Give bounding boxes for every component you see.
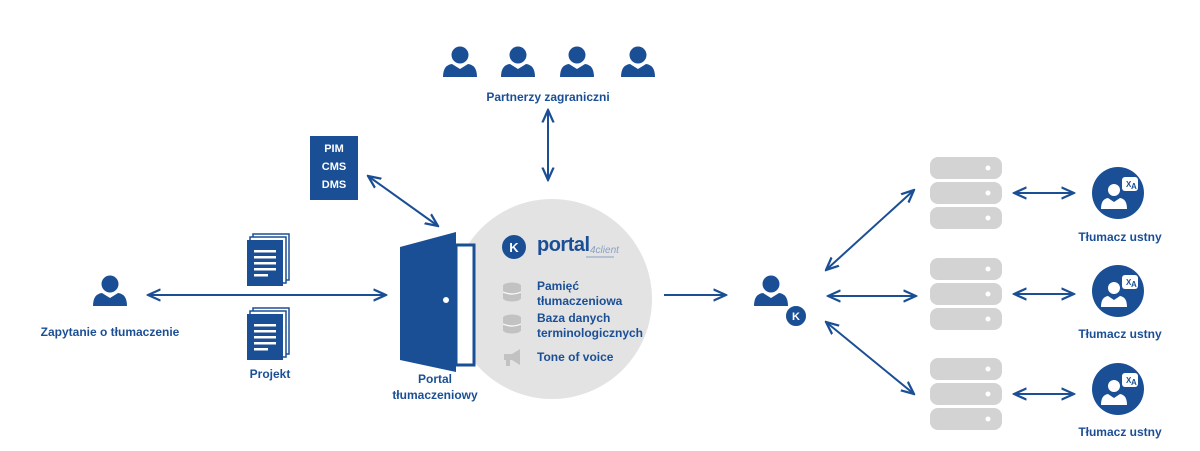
interpreter-icon: [1092, 363, 1144, 415]
cms-line: CMS: [321, 161, 347, 173]
database-icon: [502, 282, 522, 302]
brand-name: portal: [537, 234, 590, 256]
interpreter-label: Tłumacz ustny: [1078, 230, 1162, 244]
arrow-manager-db-top: [826, 190, 914, 270]
partner-person-icon: [443, 46, 477, 77]
feature-label: Pamięć: [537, 279, 580, 293]
partner-person-icon: [621, 46, 655, 77]
database-stack-icon: [930, 358, 1002, 430]
cms-line: PIM: [324, 143, 344, 155]
portal-label-line2: tłumaczeniowy: [392, 388, 478, 402]
document-icon: [246, 233, 290, 287]
svg-text:K: K: [792, 311, 800, 323]
feature-label: Baza danych: [537, 311, 611, 325]
arrow-cms-portal: [368, 176, 438, 226]
database-stack-icon: [930, 258, 1002, 330]
project-label: Projekt: [249, 367, 291, 381]
portal-circle: [452, 199, 652, 399]
brand-logo-icon: K: [502, 235, 526, 259]
brand-suffix: 4client: [590, 245, 619, 256]
portal-label-line1: Portal: [417, 372, 452, 386]
interpreter-label: Tłumacz ustny: [1078, 425, 1162, 439]
feature-label: terminologicznych: [537, 326, 644, 340]
feature-label: Tone of voice: [537, 350, 614, 364]
database-stack-icon: [930, 157, 1002, 229]
interpreter-label: Tłumacz ustny: [1078, 327, 1162, 341]
feature-label: tłumaczeniowa: [537, 294, 623, 308]
arrow-manager-db-bottom: [826, 322, 914, 394]
document-icon: [246, 307, 290, 361]
project-manager-icon: K: [754, 275, 808, 328]
partner-person-icon: [501, 46, 535, 77]
database-icon: [502, 314, 522, 334]
request-label: Zapytanie o tłumaczenie: [40, 325, 180, 339]
cms-line: DMS: [321, 179, 347, 191]
partner-person-icon: [560, 46, 594, 77]
partners-label: Partnerzy zagraniczni: [486, 90, 610, 104]
client-person-icon: [93, 275, 127, 306]
portal-door-icon: [400, 232, 476, 372]
interpreter-icon: [1092, 167, 1144, 219]
interpreter-icon: [1092, 265, 1144, 317]
megaphone-icon: [504, 349, 520, 366]
cms-box: PIM CMS DMS: [310, 136, 358, 200]
svg-text:K: K: [509, 240, 519, 255]
